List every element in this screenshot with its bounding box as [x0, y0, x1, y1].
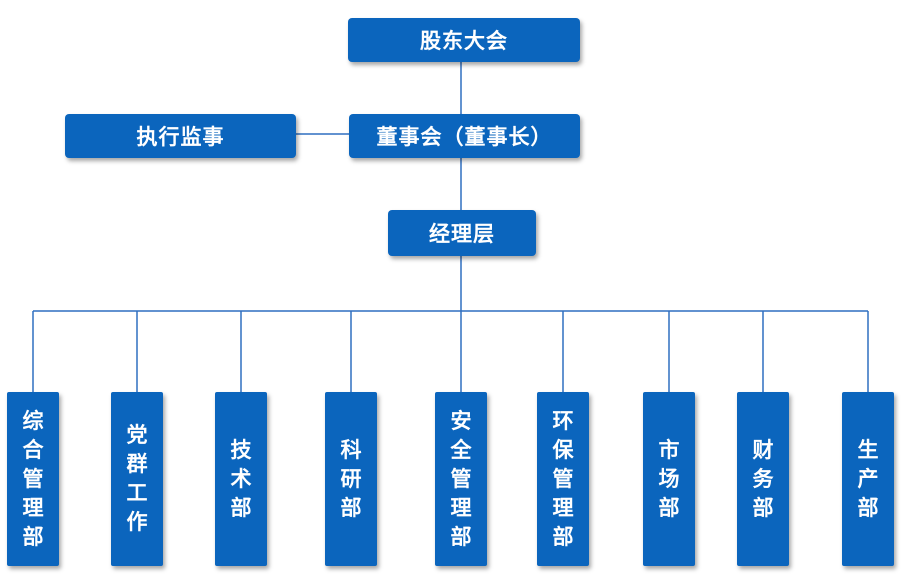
- department-box: 科研部: [325, 392, 377, 566]
- supervisor-box: 执行监事: [65, 114, 296, 158]
- department-box: 生产部: [842, 392, 894, 566]
- board-box: 董事会（董事长）: [349, 114, 580, 158]
- department-label: 综合管理部: [22, 408, 44, 549]
- department-box: 技术部: [215, 392, 267, 566]
- department-label: 安全管理部: [450, 408, 472, 549]
- management-label: 经理层: [429, 222, 495, 246]
- department-label: 市场部: [658, 437, 680, 520]
- management-box: 经理层: [388, 210, 536, 256]
- department-box: 党群工作: [111, 392, 163, 566]
- department-box: 综合管理部: [7, 392, 59, 566]
- department-label: 财务部: [752, 437, 774, 520]
- department-box: 环保管理部: [537, 392, 589, 566]
- department-label: 生产部: [857, 437, 879, 520]
- board-label: 董事会（董事长）: [376, 125, 553, 149]
- department-box: 财务部: [737, 392, 789, 566]
- department-label: 环保管理部: [552, 408, 574, 549]
- shareholders-meeting-box: 股东大会: [348, 18, 580, 62]
- department-label: 技术部: [230, 437, 252, 520]
- shareholders-meeting-label: 股东大会: [420, 29, 508, 53]
- department-box: 市场部: [643, 392, 695, 566]
- department-box: 安全管理部: [435, 392, 487, 566]
- department-label: 科研部: [340, 437, 362, 520]
- department-label: 党群工作: [126, 423, 148, 534]
- supervisor-label: 执行监事: [136, 125, 225, 149]
